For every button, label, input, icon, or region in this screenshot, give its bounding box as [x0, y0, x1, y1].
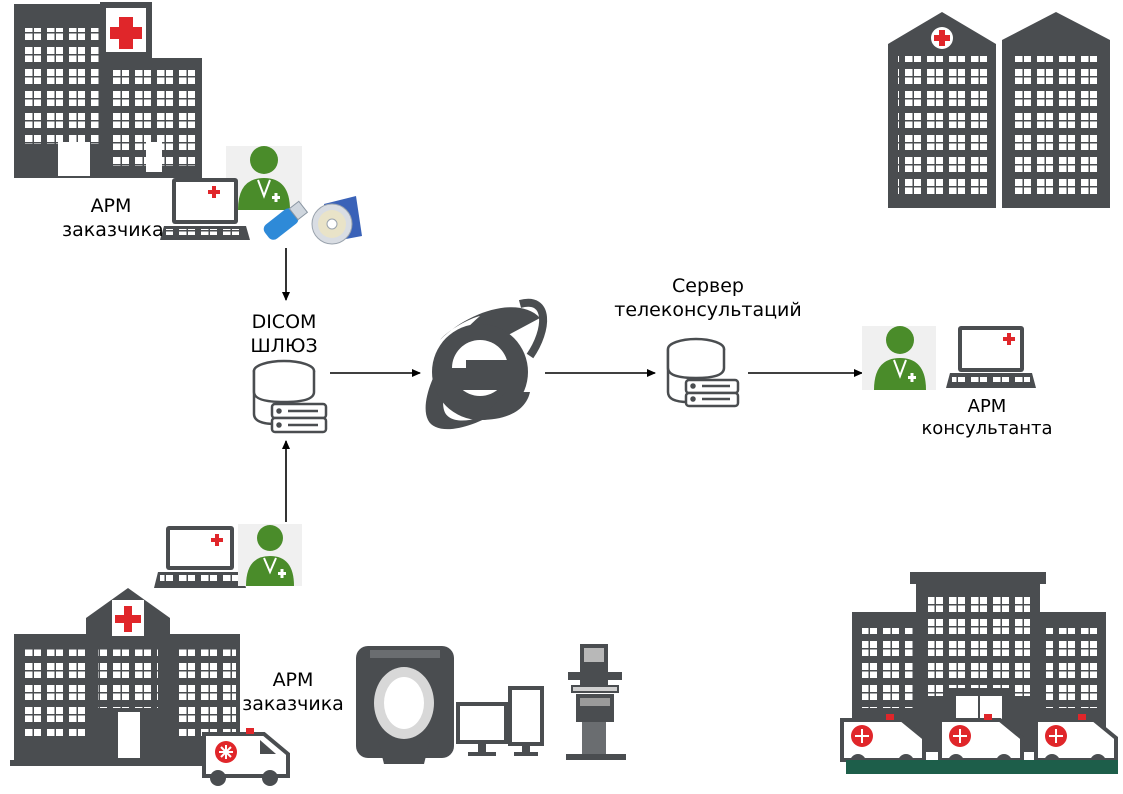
ground-strip: [846, 760, 1118, 774]
label-line: заказчика: [242, 693, 344, 715]
doctor-icon: [226, 146, 302, 210]
label-dicom-gateway: DICOM ШЛЮЗ: [232, 310, 336, 358]
ambulance-icon: [202, 728, 290, 786]
label-line: АРМ: [967, 396, 1007, 417]
doctor-icon: [862, 326, 936, 390]
laptop-icon: [154, 526, 246, 588]
internet-explorer-icon: [425, 298, 547, 430]
label-line: заказчика: [62, 219, 164, 241]
cd-disc-icon: [311, 196, 362, 245]
ambulance-icon: [840, 714, 926, 770]
ambulance-icon: [938, 714, 1024, 770]
hospital-icon: [14, 2, 202, 178]
database-icon: [666, 337, 740, 408]
usb-flash-icon: [263, 200, 309, 240]
hospital-icon: [888, 12, 1110, 208]
monitor-icon: [508, 686, 544, 756]
label-line: Сервер: [672, 275, 744, 297]
label-line: DICOM: [251, 311, 317, 333]
xray-machine-icon: [566, 644, 626, 760]
label-consultant: АРМ консультанта: [916, 396, 1058, 440]
label-line: АРМ: [272, 669, 314, 691]
label-customer-bottom: АРМ заказчика: [240, 668, 346, 716]
label-line: телеконсультаций: [614, 299, 802, 321]
label-line: консультанта: [921, 418, 1053, 439]
doctor-icon: [238, 524, 302, 586]
laptop-icon: [160, 178, 250, 240]
label-server: Сервер телеконсультаций: [594, 274, 822, 322]
label-line: АРМ: [90, 195, 132, 217]
label-customer-top: АРМ заказчика: [62, 194, 164, 242]
laptop-icon: [946, 326, 1036, 388]
label-line: ШЛЮЗ: [250, 335, 318, 357]
ct-scanner-icon: [356, 646, 454, 764]
monitor-icon: [456, 702, 508, 756]
database-icon: [252, 359, 328, 434]
